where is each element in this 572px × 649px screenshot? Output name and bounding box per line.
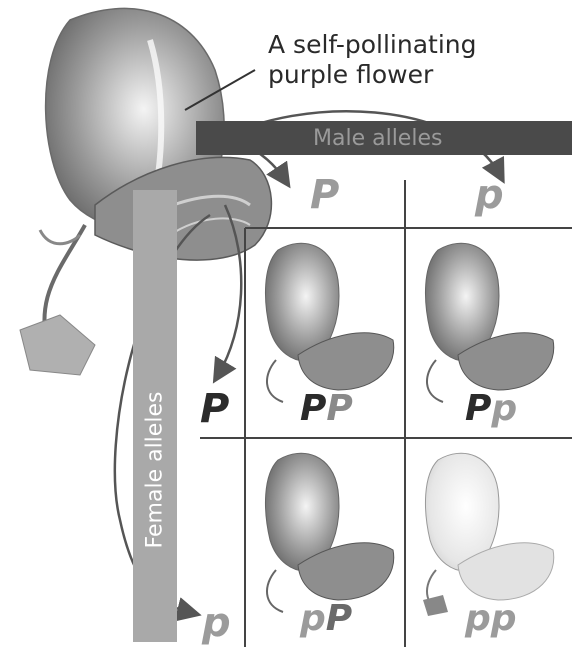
female-allele-2: p <box>202 600 231 646</box>
cell-flower-4 <box>423 453 554 616</box>
cell-genotype-2: Pp <box>465 388 517 429</box>
caption-line-1: A self-pollinating <box>268 30 476 60</box>
female-allele-1: P <box>200 386 229 432</box>
cell-flower-2 <box>425 243 553 402</box>
male-alleles-label: Male alleles <box>313 126 442 151</box>
cell-genotype-1: PP <box>300 388 353 429</box>
cell-genotype-3: pP <box>300 598 352 639</box>
flower-caption: A self-pollinating purple flower <box>268 30 476 90</box>
male-allele-1: P <box>310 172 339 218</box>
cell-4-allele-b: p <box>491 598 517 639</box>
cell-1-allele-b: P <box>326 388 352 429</box>
male-allele-2: p <box>475 172 504 218</box>
cell-4-allele-a: p <box>465 598 491 639</box>
female-alleles-label: Female alleles <box>143 392 168 549</box>
cell-3-allele-b: P <box>326 598 352 639</box>
caption-line-2: purple flower <box>268 60 476 90</box>
cell-2-allele-a: P <box>465 388 491 429</box>
cell-2-allele-b: p <box>491 388 517 429</box>
cell-1-allele-a: P <box>300 388 326 429</box>
cell-3-allele-a: p <box>300 598 326 639</box>
cell-flower-3 <box>265 453 393 612</box>
cell-genotype-4: pp <box>465 598 517 639</box>
cell-flower-1 <box>265 243 393 402</box>
